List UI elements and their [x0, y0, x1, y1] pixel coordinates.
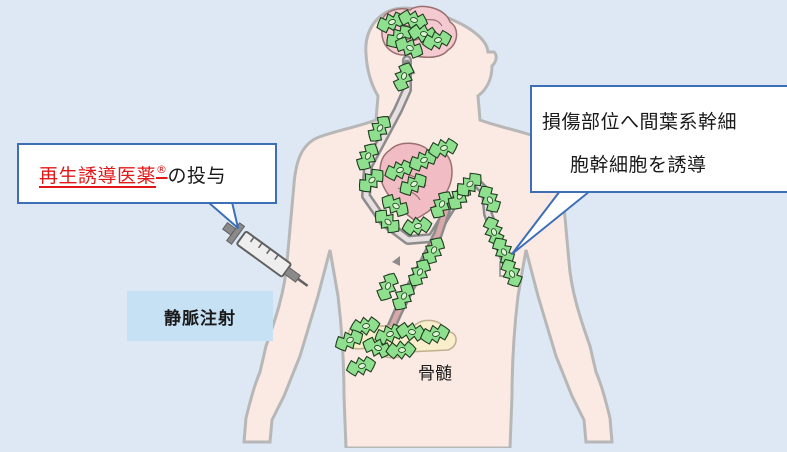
drug-name: 再生誘導医薬: [39, 165, 156, 187]
administration-suffix: の投与: [168, 165, 227, 187]
bone-marrow-label: 骨髄: [418, 359, 452, 384]
induction-line-1: 損傷部位へ間葉系幹細: [542, 107, 737, 134]
induction-callout: 損傷部位へ間葉系幹細 胞幹細胞を誘導: [530, 85, 787, 193]
injection-label: 静脈注射: [127, 291, 273, 341]
callout-left-tail: [208, 202, 238, 228]
administration-callout: 再生誘導医薬®の投与: [17, 143, 277, 204]
induction-line-2: 胞幹細胞を誘導: [570, 150, 707, 177]
registered-mark: ®: [156, 163, 168, 176]
administration-text: 再生誘導医薬®の投与: [39, 161, 226, 188]
